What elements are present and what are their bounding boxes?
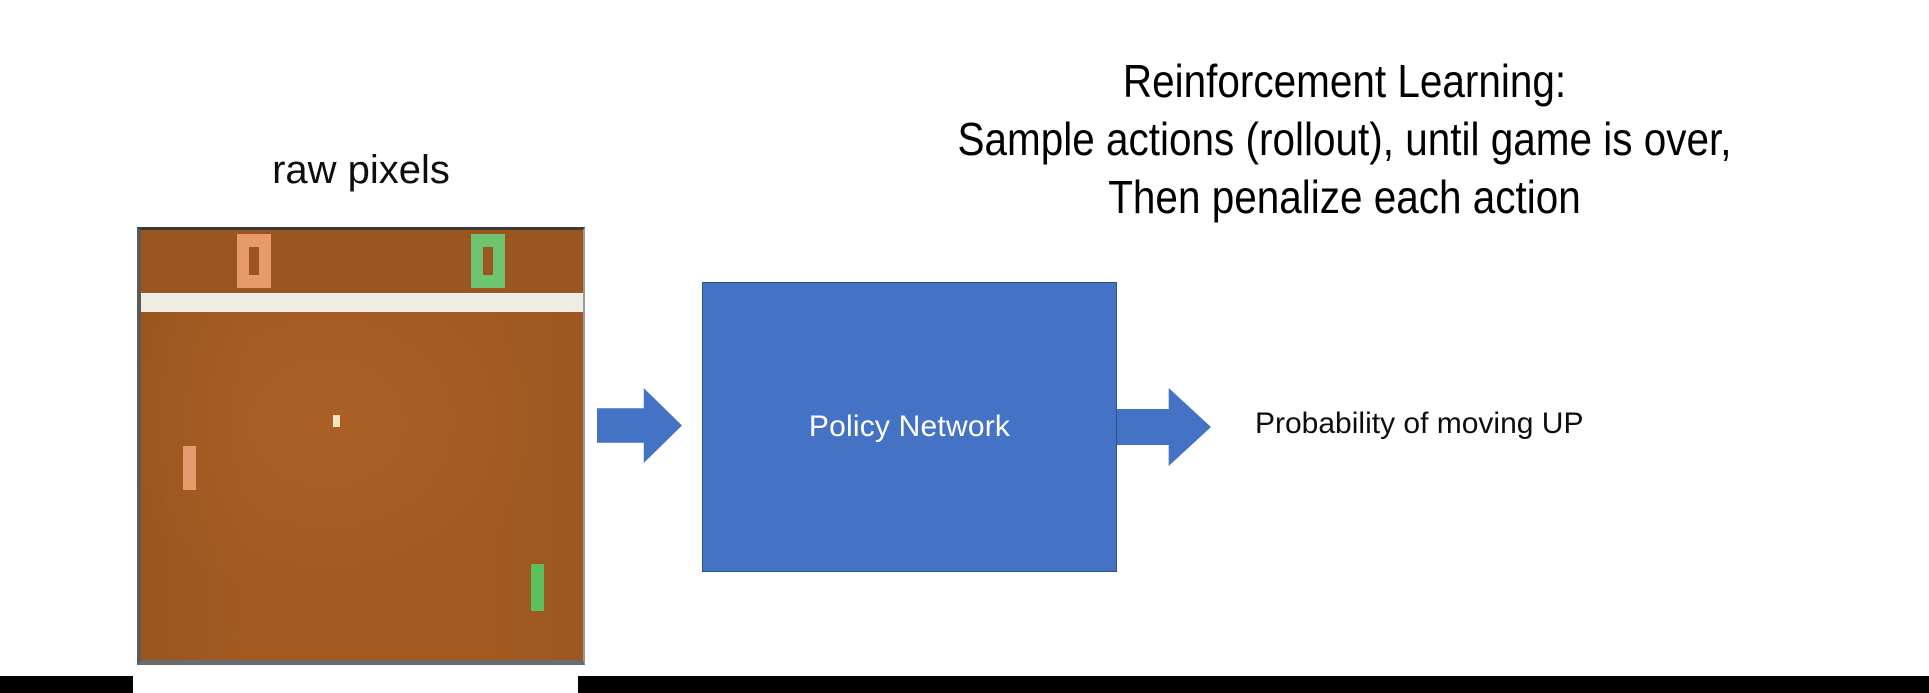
pong-paddle-left xyxy=(183,446,196,490)
slide-heading: Reinforcement Learning: Sample actions (… xyxy=(830,52,1859,226)
pong-ball xyxy=(333,415,340,427)
policy-network-box: Policy Network xyxy=(702,282,1117,572)
pong-game-frame xyxy=(137,227,585,665)
policy-network-label: Policy Network xyxy=(808,410,1011,443)
heading-line-2: Sample actions (rollout), until game is … xyxy=(957,113,1732,165)
pong-score-band xyxy=(141,230,583,293)
arrow-right-icon-input xyxy=(597,388,682,463)
footer-bar-left xyxy=(0,676,133,693)
arrow-right-icon-output xyxy=(1117,388,1211,466)
output-probability-label: Probability of moving UP xyxy=(1255,407,1584,440)
heading-line-1: Reinforcement Learning: xyxy=(1122,55,1567,107)
pong-score-left xyxy=(237,234,271,288)
pong-divider-line xyxy=(141,293,583,312)
pong-playfield xyxy=(141,230,583,660)
footer-bar-right xyxy=(578,676,1929,693)
raw-pixels-caption: raw pixels xyxy=(272,148,450,192)
pong-score-right xyxy=(471,234,505,288)
heading-line-3: Then penalize each action xyxy=(1108,171,1581,223)
pong-paddle-right xyxy=(531,564,544,611)
